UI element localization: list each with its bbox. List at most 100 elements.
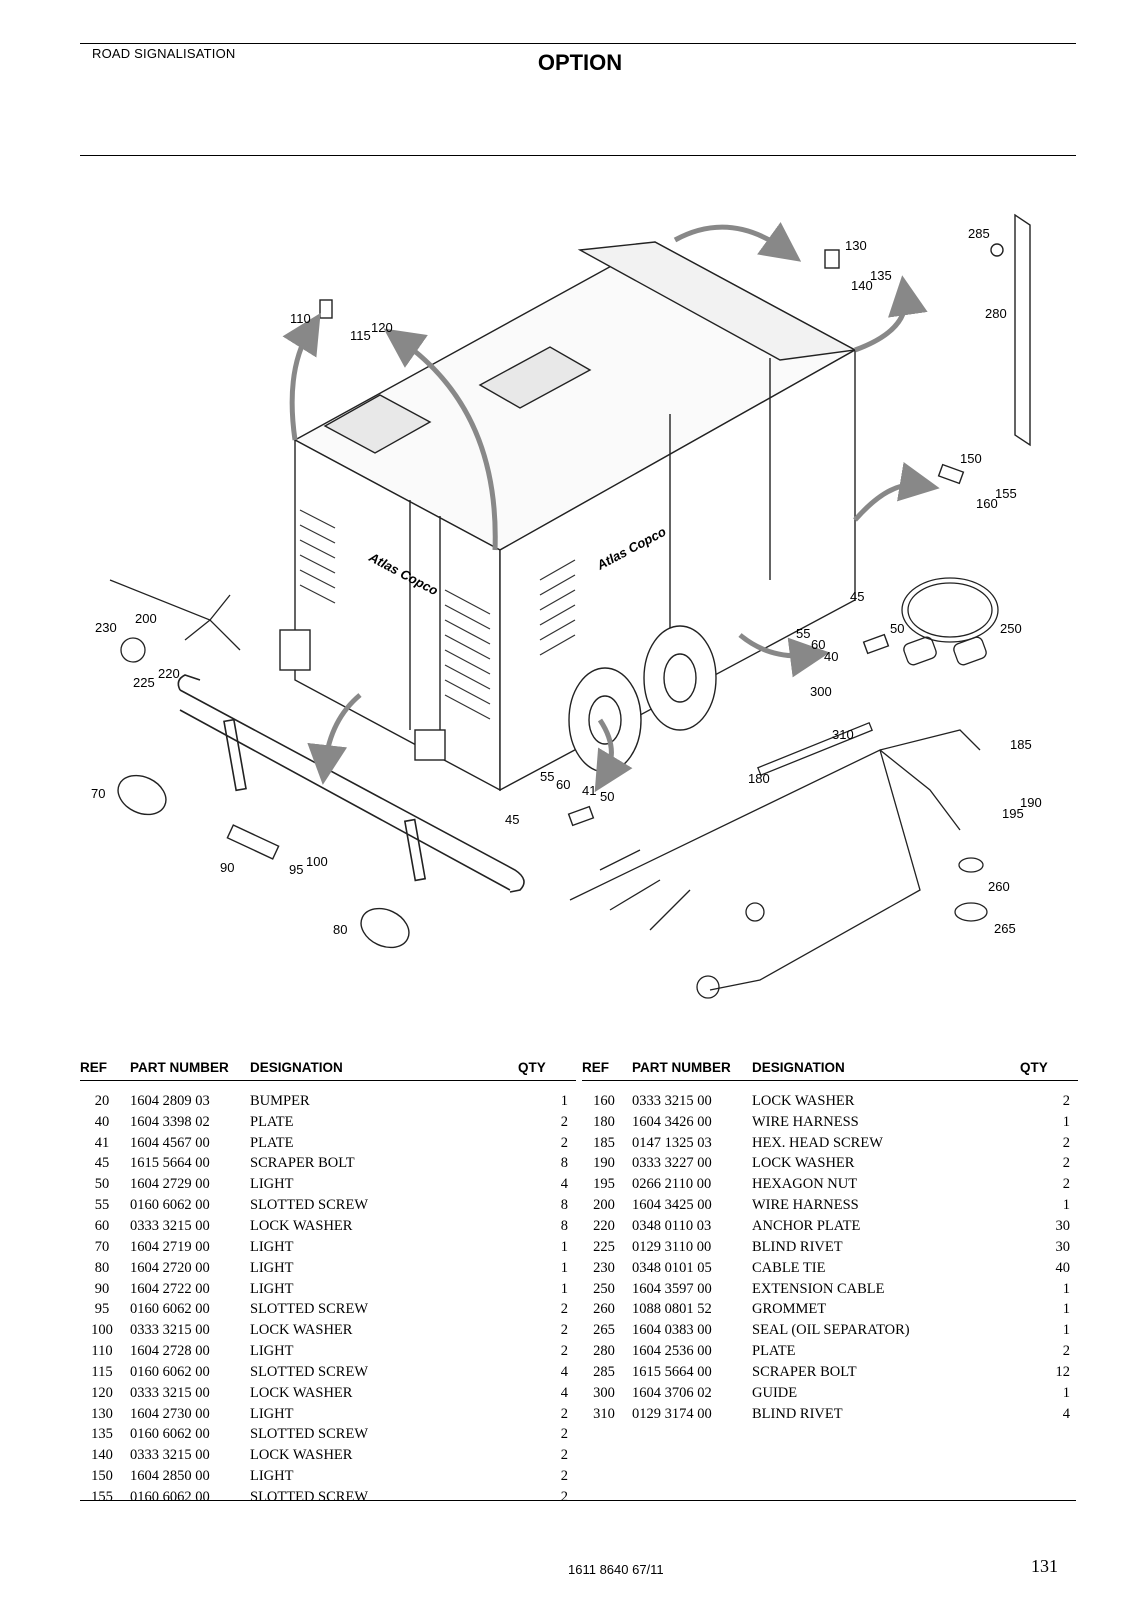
cell-part-number: 1604 2728 00 xyxy=(130,1343,210,1360)
callout-110: 110 xyxy=(290,311,311,326)
cell-qty: 2 xyxy=(560,1488,568,1505)
callout-135: 135 xyxy=(870,268,892,283)
cell-part-number: 1615 5664 00 xyxy=(130,1155,210,1172)
cell-designation: WIRE HARNESS xyxy=(752,1197,859,1214)
col-ref: REF xyxy=(80,1058,124,1081)
callout-250: 250 xyxy=(1000,621,1022,636)
cell-part-number: 0333 3215 00 xyxy=(130,1447,210,1464)
cell-part-number: 1088 0801 52 xyxy=(632,1301,712,1318)
cell-ref: 200 xyxy=(593,1197,615,1214)
cell-ref: 50 xyxy=(94,1176,110,1193)
cell-designation: LOCK WASHER xyxy=(250,1322,353,1339)
cell-part-number: 0129 3174 00 xyxy=(632,1405,712,1422)
cell-part-number: 1604 3425 00 xyxy=(632,1197,712,1214)
cell-part-number: 0160 6062 00 xyxy=(130,1197,210,1214)
cell-qty: 4 xyxy=(560,1384,568,1401)
extension-cable xyxy=(901,577,999,666)
cell-designation: PLATE xyxy=(752,1343,796,1360)
cell-part-number: 1604 3426 00 xyxy=(632,1113,712,1130)
cell-part-number: 1604 2722 00 xyxy=(130,1280,210,1297)
cell-ref: 95 xyxy=(94,1301,110,1318)
callout-265: 265 xyxy=(994,921,1016,936)
section-label: ROAD SIGNALISATION xyxy=(92,46,236,61)
cell-qty: 1 xyxy=(1062,1322,1070,1339)
cell-part-number: 1604 0383 00 xyxy=(632,1322,712,1339)
cell-qty: 4 xyxy=(560,1363,568,1380)
callout-100: 100 xyxy=(306,854,328,869)
callout-140: 140 xyxy=(851,278,873,293)
cell-designation: LIGHT xyxy=(250,1176,294,1193)
callout-280: 280 xyxy=(985,306,1007,321)
cell-qty: 40 xyxy=(1055,1259,1071,1276)
cell-designation: SLOTTED SCREW xyxy=(250,1197,369,1214)
callout-labels: 130 135 140 285 280 110 115 120 150 155 … xyxy=(91,226,1042,937)
callout-195: 195 xyxy=(1002,806,1024,821)
cell-designation: BLIND RIVET xyxy=(752,1405,843,1422)
cell-part-number: 1604 2536 00 xyxy=(632,1343,712,1360)
cell-qty: 2 xyxy=(560,1405,568,1422)
cell-qty: 8 xyxy=(560,1197,568,1214)
callout-310: 310 xyxy=(832,727,854,742)
cell-designation: HEX. HEAD SCREW xyxy=(752,1134,883,1151)
cell-part-number: 1615 5664 00 xyxy=(632,1363,712,1380)
wire-harnesses xyxy=(109,579,988,999)
cell-ref: 280 xyxy=(593,1343,615,1360)
cell-part-number: 0333 3215 00 xyxy=(632,1092,712,1109)
callout-150: 150 xyxy=(960,451,982,466)
cell-part-number: 0147 1325 03 xyxy=(632,1134,712,1151)
cell-qty: 1 xyxy=(560,1092,568,1109)
cell-part-number: 1604 2809 03 xyxy=(130,1092,210,1109)
col-designation: DESIGNATION xyxy=(752,1058,1020,1081)
cell-ref: 45 xyxy=(94,1155,110,1172)
document-number: 1611 8640 67/11 xyxy=(568,1562,664,1577)
callout-260: 260 xyxy=(988,879,1010,894)
cell-part-number: 1604 3706 02 xyxy=(632,1384,712,1401)
callout-40: 40 xyxy=(824,649,838,664)
cell-part-number: 1604 2850 00 xyxy=(130,1468,210,1485)
cell-designation: SLOTTED SCREW xyxy=(250,1488,369,1505)
cell-designation: LIGHT xyxy=(250,1280,294,1297)
cell-ref: 140 xyxy=(91,1447,113,1464)
cell-ref: 60 xyxy=(94,1217,110,1234)
cell-qty: 2 xyxy=(1062,1092,1070,1109)
cell-qty: 2 xyxy=(1062,1155,1070,1172)
cell-ref: 110 xyxy=(91,1343,113,1360)
callout-185: 185 xyxy=(1010,737,1032,752)
cell-qty: 1 xyxy=(1062,1384,1070,1401)
cell-part-number: 0160 6062 00 xyxy=(130,1426,210,1443)
cell-ref: 20 xyxy=(94,1092,110,1109)
cell-ref: 225 xyxy=(593,1238,615,1255)
callout-180: 180 xyxy=(748,771,770,786)
cell-qty: 2 xyxy=(560,1301,568,1318)
cell-part-number: 0160 6062 00 xyxy=(130,1488,210,1505)
cell-qty: 1 xyxy=(1062,1197,1070,1214)
cell-designation: GUIDE xyxy=(752,1384,798,1401)
cell-ref: 220 xyxy=(593,1217,615,1234)
cell-designation: WIRE HARNESS xyxy=(752,1113,859,1130)
cell-qty: 1 xyxy=(560,1259,568,1276)
cell-ref: 90 xyxy=(94,1280,110,1297)
callout-50-upper: 50 xyxy=(890,621,904,636)
cell-part-number: 0348 0110 03 xyxy=(632,1217,712,1234)
callout-160: 160 xyxy=(976,496,998,511)
cell-qty: 12 xyxy=(1055,1363,1071,1380)
cell-ref: 185 xyxy=(593,1134,615,1151)
